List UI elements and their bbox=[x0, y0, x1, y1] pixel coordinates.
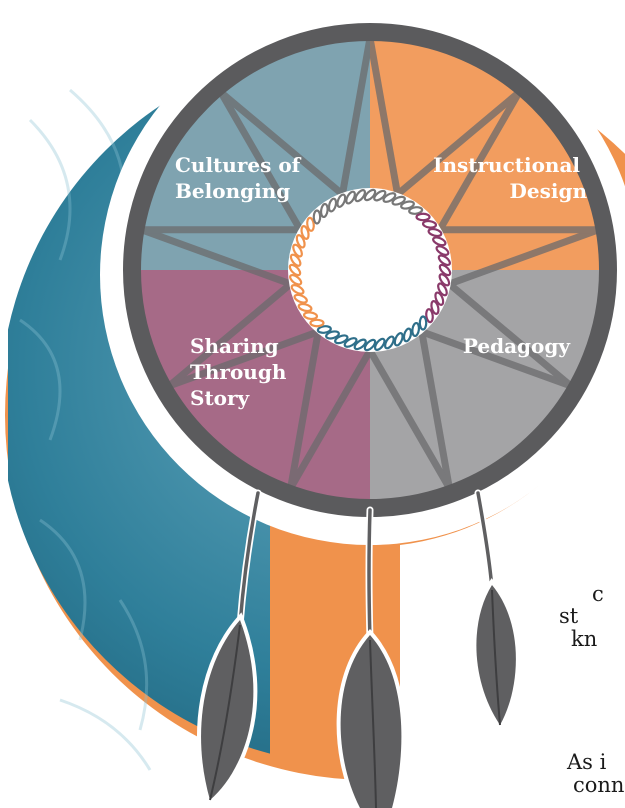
braid-segment bbox=[300, 225, 310, 240]
braid-segment bbox=[363, 338, 377, 352]
braid-segment bbox=[373, 189, 387, 202]
braid-segment bbox=[391, 195, 406, 206]
braid-segment bbox=[354, 189, 367, 203]
braid-segment bbox=[302, 311, 319, 321]
braid-segment bbox=[343, 337, 358, 348]
braid-segment bbox=[292, 243, 303, 258]
braid-segment bbox=[384, 335, 395, 350]
body-text-fragment: As i bbox=[567, 750, 607, 774]
center-braid bbox=[288, 188, 452, 352]
braid-segment bbox=[309, 318, 325, 328]
braid-segment bbox=[327, 197, 338, 213]
braid-segment bbox=[418, 315, 428, 331]
feather-right-icon bbox=[472, 578, 520, 733]
body-text-fragment: conn bbox=[573, 773, 625, 797]
feather-center-icon bbox=[336, 628, 406, 808]
braid-segment bbox=[336, 193, 347, 208]
braid-segment bbox=[434, 291, 445, 306]
braid-segment bbox=[345, 190, 356, 205]
braid-segment bbox=[432, 236, 447, 247]
body-text-fragment: st bbox=[559, 604, 579, 628]
label-sharing-through-story: Sharing Through Story bbox=[190, 334, 293, 410]
braid-segment bbox=[297, 302, 313, 313]
braid-segment bbox=[393, 332, 404, 347]
label-pedagogy: Pedagogy bbox=[463, 334, 571, 358]
braid-segment bbox=[289, 253, 302, 267]
braid-segment bbox=[437, 254, 451, 267]
braid-segment bbox=[325, 330, 340, 340]
braid-segment bbox=[425, 308, 434, 324]
braid-segment bbox=[427, 227, 443, 238]
braid-segment bbox=[438, 273, 451, 287]
braid-segment bbox=[312, 209, 322, 225]
braid-segment bbox=[415, 212, 431, 222]
body-text-fragment: c bbox=[592, 582, 604, 606]
braid-segment bbox=[438, 263, 452, 277]
braid-segment bbox=[373, 337, 386, 351]
braid-segment bbox=[382, 192, 397, 203]
braid-segment bbox=[400, 200, 415, 210]
braid-segment bbox=[408, 206, 424, 215]
braid-segment bbox=[430, 300, 440, 315]
label-instructional-design: Instructional Design bbox=[433, 153, 587, 203]
braid-segment bbox=[288, 263, 302, 277]
braid-segment bbox=[437, 282, 448, 297]
braid-segment bbox=[319, 202, 329, 219]
braid-segment bbox=[306, 216, 315, 232]
braid-segment bbox=[402, 327, 413, 343]
label-cultures-of-belonging: Cultures of Belonging bbox=[175, 153, 307, 203]
braid-segment bbox=[363, 188, 377, 202]
braid-segment bbox=[290, 284, 305, 295]
braid-segment bbox=[295, 234, 306, 249]
braid-segment bbox=[334, 334, 349, 345]
braid-segment bbox=[289, 273, 303, 286]
braid-segment bbox=[421, 219, 438, 229]
braid-segment bbox=[411, 321, 421, 338]
braid-segment bbox=[316, 325, 332, 334]
braid-segment bbox=[353, 338, 367, 351]
feather-left-icon bbox=[197, 612, 258, 808]
braid-segment bbox=[293, 293, 308, 304]
braid-segment bbox=[435, 245, 450, 256]
body-text-fragment: kn bbox=[571, 627, 598, 651]
hanging-feathers bbox=[197, 489, 520, 808]
